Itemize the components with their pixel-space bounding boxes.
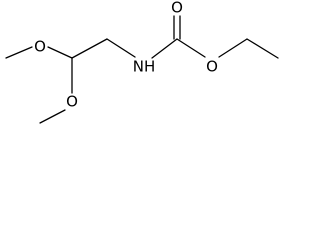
bond-n-to-carbonyl-c <box>151 38 178 59</box>
bond-layer <box>5 15 279 124</box>
bond-ch2-to-n <box>106 38 136 58</box>
bond-o-top-to-acetal-c <box>47 46 73 59</box>
atom-o-methoxy-bottom: O <box>66 93 78 111</box>
atom-o-ester: O <box>206 58 218 76</box>
atom-o-methoxy-top: O <box>34 38 46 56</box>
bond-acetal-c-to-ch2 <box>71 38 108 59</box>
bond-carbonyl-c-to-ester-o <box>176 38 206 58</box>
atom-nh-amine: NH <box>133 58 156 76</box>
bond-ethyl-ch2-to-ch3 <box>246 38 279 59</box>
bond-ester-o-to-ch2 <box>218 38 248 58</box>
atom-o-carbonyl: O <box>171 0 183 17</box>
bond-methyl-top-to-o <box>5 46 33 59</box>
structure-diagram: O O NH O O <box>5 0 279 124</box>
bond-o-bottom-to-methyl <box>39 109 66 124</box>
atom-label-layer: O O NH O O <box>34 0 218 111</box>
